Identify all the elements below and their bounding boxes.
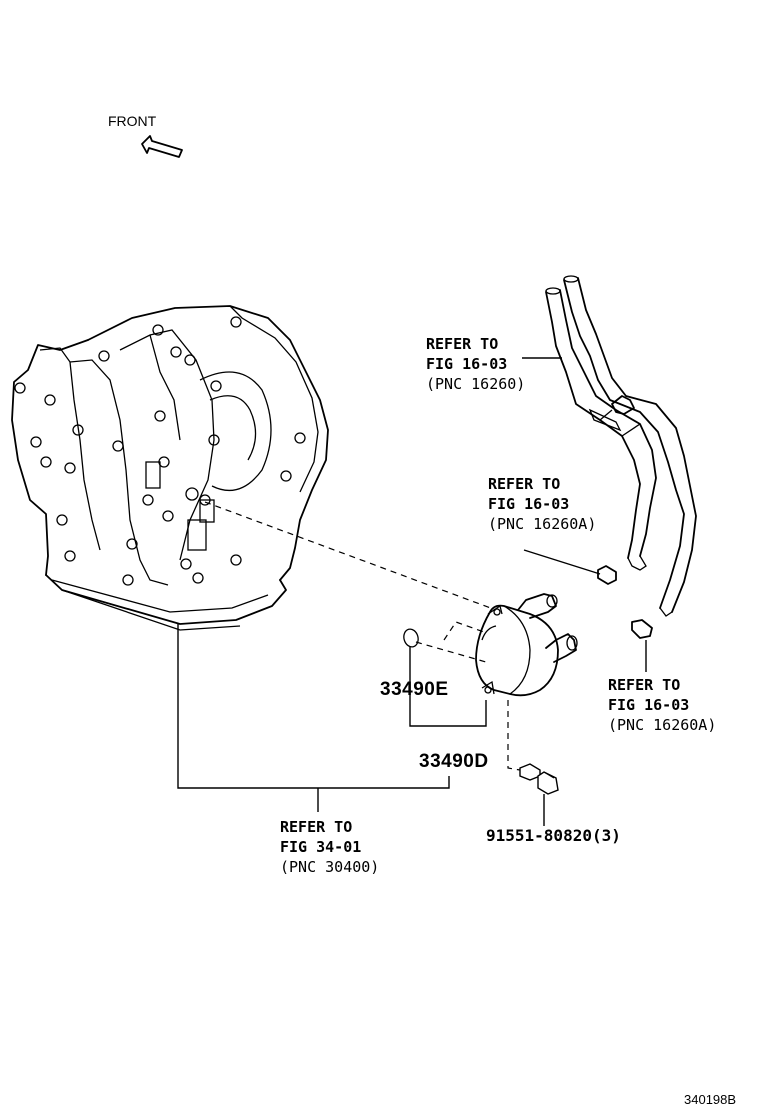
callout-line: (PNC 16260A) [608, 716, 717, 734]
callout-line: FIG 16-03 [608, 696, 690, 714]
oil-cooler-hose [545, 275, 697, 617]
leader-o-ring [409, 647, 487, 727]
front-arrow-icon [141, 135, 183, 158]
transaxle-assembly [11, 305, 329, 631]
bolt-icon [519, 763, 559, 795]
callout-line: FIG 34-01 [280, 838, 362, 856]
callout-line: REFER TO [280, 818, 353, 836]
callout-line: (PNC 16260A) [488, 515, 597, 533]
o-ring-icon [403, 628, 419, 648]
callout-line: FIG 16-03 [426, 355, 508, 373]
part-number-oil-cooler[interactable]: 33490D [419, 751, 489, 772]
leader-oil-cooler [177, 624, 450, 789]
hose-clamp-middle [597, 565, 617, 585]
mount-line-bolt [507, 700, 521, 771]
mount-line-oring [415, 641, 487, 663]
callout-line: REFER TO [608, 676, 681, 694]
hose-clamp-lower [631, 619, 653, 639]
callout-line: (PNC 30400) [280, 858, 380, 876]
mount-line-oring-box [443, 621, 485, 641]
callout-line: FIG 16-03 [488, 495, 570, 513]
oil-cooler [475, 593, 578, 697]
callout-line: (PNC 16260) [426, 375, 526, 393]
figure-id: 340198B [684, 1092, 737, 1107]
callout-line: REFER TO [488, 475, 561, 493]
part-number-o-ring[interactable]: 33490E [380, 679, 449, 700]
front-label: FRONT [108, 113, 157, 129]
mount-line-upper [204, 501, 497, 611]
part-number-bolt[interactable]: 91551-80820(3) [486, 826, 621, 845]
leader-clamp-middle [523, 549, 601, 575]
callout-line: REFER TO [426, 335, 499, 353]
